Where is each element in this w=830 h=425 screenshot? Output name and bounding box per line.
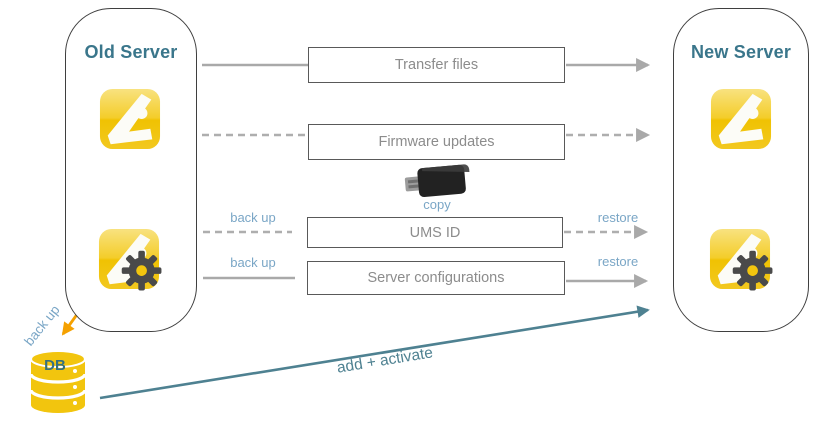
ums-app-icon <box>710 88 772 150</box>
step-box-ums-id: UMS ID <box>307 217 563 248</box>
new-server-title: New Server <box>690 42 792 62</box>
ums-server-gear-icon <box>98 228 162 291</box>
ums-server-gear-icon <box>709 228 773 291</box>
database-icon <box>29 350 87 413</box>
old-server-title: Old Server <box>84 42 178 62</box>
backup-label-configs: back up <box>230 255 276 270</box>
restore-label-configs: restore <box>597 254 639 269</box>
step-box-transfer-files: Transfer files <box>308 47 565 83</box>
copy-label: copy <box>423 197 451 212</box>
restore-label-ums: restore <box>597 210 639 225</box>
step-box-firmware-updates: Firmware updates <box>308 124 565 160</box>
step-box-server-configurations: Server configurations <box>307 261 565 295</box>
ums-app-icon <box>99 88 161 150</box>
usb-drive-icon <box>404 164 470 198</box>
add-activate-arrow <box>99 305 650 400</box>
backup-label-ums: back up <box>230 210 276 225</box>
db-label: DB <box>44 357 66 374</box>
